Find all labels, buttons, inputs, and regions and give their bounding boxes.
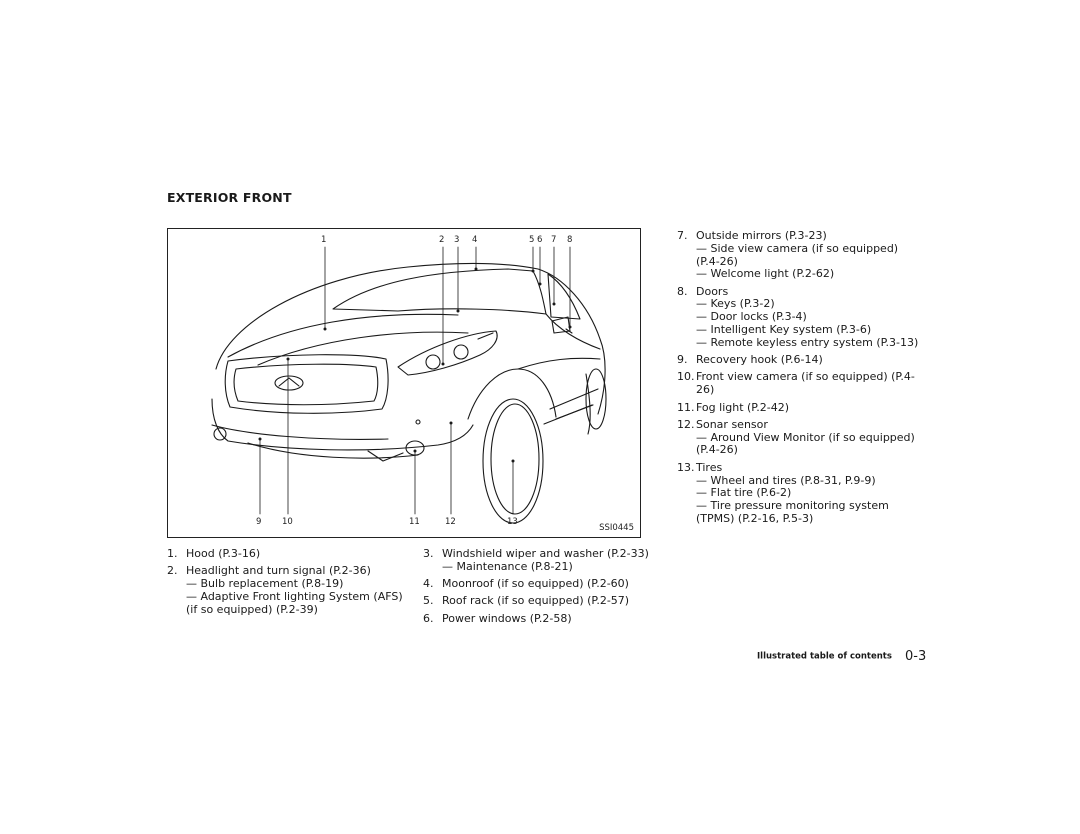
callout-10: 10 [282, 517, 293, 527]
item-subline: (if so equipped) (P.2-39) [186, 602, 318, 616]
callout-8: 8 [567, 235, 573, 245]
item-subline: — Remote keyless entry system (P.3-13) [696, 335, 919, 349]
item-line: Hood (P.3-16) [186, 547, 261, 560]
item-number: 1. [167, 547, 178, 560]
item-line: Outside mirrors (P.3-23) [696, 229, 827, 242]
item-number: 9. [677, 353, 688, 367]
item-line: Windshield wiper and washer (P.2-33) [442, 547, 649, 560]
item-number: 7. [677, 229, 688, 242]
item-number: 4. [423, 577, 434, 591]
car-illustration [211, 246, 607, 524]
item-line: Roof rack (if so equipped) (P.2-57) [442, 594, 630, 608]
item-subline: — Keys (P.3-2) [696, 297, 775, 311]
item-number: 2. [167, 564, 178, 578]
callout-4: 4 [472, 235, 478, 245]
list-item: 11. Fog light (P.2-42) [677, 400, 922, 415]
item-number: 12. [677, 417, 695, 431]
callout-5: 5 [529, 235, 535, 245]
list-item: 10. Front view camera (if so equipped) (… [677, 371, 922, 397]
item-number: 10. [677, 370, 695, 384]
item-subline: — Door locks (P.3-4) [696, 310, 807, 324]
item-line: Recovery hook (P.6-14) [696, 353, 823, 367]
item-line: Doors [696, 284, 729, 298]
list-item: 5. Roof rack (if so equipped) (P.2-57) [423, 595, 668, 608]
item-subline: — Tire pressure monitoring system [696, 499, 889, 513]
list-item: 3. Windshield wiper and washer (P.2-33) … [423, 547, 668, 574]
item-subline: — Wheel and tires (P.8-31, P.9-9) [696, 473, 876, 487]
item-subline: — Side view camera (if so equipped) [696, 241, 899, 255]
callout-9: 9 [256, 517, 262, 527]
item-line: Front view camera (if so equipped) (P.4- [696, 370, 915, 384]
item-number: 5. [423, 594, 434, 608]
figure-code: SSI0445 [599, 523, 634, 533]
item-subline: — Intelligent Key system (P.3-6) [696, 323, 872, 337]
callout-11: 11 [409, 517, 420, 527]
list-item: 7. Outside mirrors (P.3-23) — Side view … [677, 229, 922, 281]
footer-section-label: Illustrated table of contents [757, 651, 892, 662]
list-left-column: 1. Hood (P.3-16) 2. Headlight and turn s… [167, 547, 412, 621]
item-subline: (P.4-26) [696, 443, 738, 457]
list-item: 8. Doors — Keys (P.3-2) — Door locks (P.… [677, 284, 922, 350]
item-line: Fog light (P.2-42) [696, 400, 789, 414]
callout-1: 1 [321, 235, 327, 245]
item-number: 6. [423, 611, 434, 625]
list-item: 13. Tires — Wheel and tires (P.8-31, P.9… [677, 460, 922, 526]
callout-2: 2 [439, 235, 445, 245]
item-subline: — Adaptive Front lighting System (AFS) [186, 589, 403, 603]
section-title: EXTERIOR FRONT [167, 190, 292, 205]
list-right-column: 7. Outside mirrors (P.3-23) — Side view … [677, 229, 922, 530]
callout-13: 13 [507, 517, 518, 527]
item-subline: — Welcome light (P.2-62) [696, 267, 835, 281]
list-item: 1. Hood (P.3-16) [167, 547, 412, 561]
car-exterior-front-figure: 1 2 3 4 5 6 7 8 9 10 11 12 13 SSI0445 [167, 228, 641, 538]
callout-7: 7 [551, 235, 557, 245]
item-line: Power windows (P.2-58) [442, 611, 572, 625]
list-middle-column: 3. Windshield wiper and washer (P.2-33) … [423, 547, 668, 630]
list-item: 12. Sonar sensor — Around View Monitor (… [677, 417, 922, 457]
item-number: 13. [677, 460, 695, 474]
item-line: Sonar sensor [696, 417, 768, 431]
item-subline: (P.4-26) [696, 254, 738, 268]
item-number: 11. [677, 400, 695, 414]
item-line: Moonroof (if so equipped) (P.2-60) [442, 577, 629, 591]
list-item: 6. Power windows (P.2-58) [423, 611, 668, 626]
item-line: Headlight and turn signal (P.2-36) [186, 564, 371, 578]
callout-12: 12 [445, 517, 456, 527]
list-item: 2. Headlight and turn signal (P.2-36) — … [167, 564, 412, 616]
item-number: 8. [677, 284, 688, 298]
item-subline: (TPMS) (P.2-16, P.5-3) [696, 511, 814, 525]
item-line: Tires [696, 460, 723, 474]
item-subline: — Around View Monitor (if so equipped) [696, 430, 915, 444]
list-item: 9. Recovery hook (P.6-14) [677, 353, 922, 367]
item-subline: — Bulb replacement (P.8-19) [186, 577, 344, 591]
list-item: 4. Moonroof (if so equipped) (P.2-60) [423, 577, 668, 591]
callout-3: 3 [454, 235, 460, 245]
item-subline: — Flat tire (P.6-2) [696, 486, 792, 500]
page-footer: Illustrated table of contents 0-3 [757, 646, 926, 665]
item-number: 3. [423, 547, 434, 560]
page-number: 0-3 [905, 649, 927, 664]
item-subline: — Maintenance (P.8-21) [442, 559, 573, 573]
callout-6: 6 [537, 235, 543, 245]
item-subline: 26) [696, 383, 715, 397]
